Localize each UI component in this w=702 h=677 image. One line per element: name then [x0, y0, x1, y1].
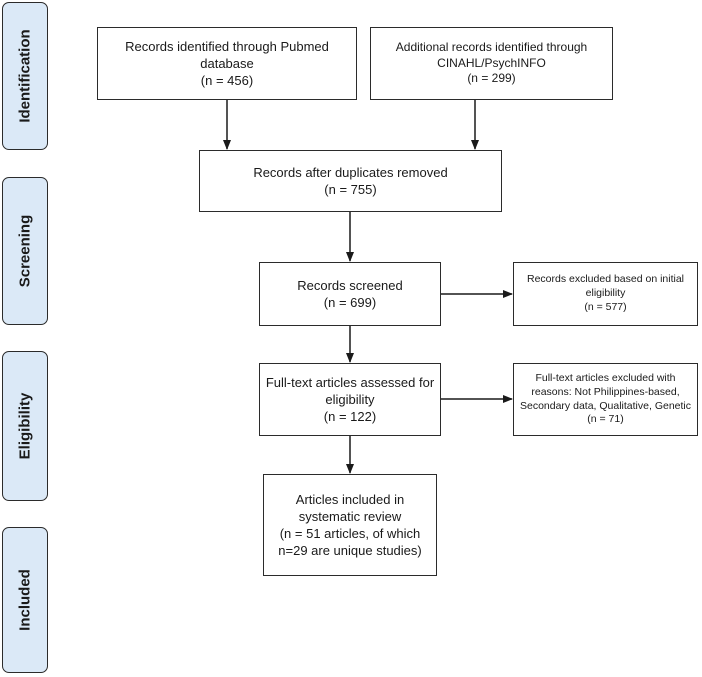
- box-duplicates-removed: Records after duplicates removed (n = 75…: [199, 150, 502, 212]
- duplicates-line-2: (n = 755): [324, 182, 377, 197]
- fulltext-line-2: eligibility: [325, 391, 375, 407]
- box-records-excluded-initial: Records excluded based on initial eligib…: [513, 262, 698, 326]
- included-line-4: n=29 are unique studies): [278, 543, 422, 559]
- box-pubmed-records: Records identified through Pubmed databa…: [97, 27, 357, 100]
- fulltext-line-3: (n = 122): [323, 409, 377, 425]
- pubmed-line-1: Records identified through Pubmed: [125, 38, 329, 54]
- box-records-screened: Records screened (n = 699): [259, 262, 441, 326]
- duplicates-line-1: Records after duplicates removed: [253, 164, 448, 180]
- stage-identification: Identification: [2, 2, 48, 150]
- included-line-3: (n = 51 articles, of which: [279, 526, 421, 541]
- excluded-initial-line-1: Records excluded based on initial: [526, 273, 684, 286]
- included-line-2: systematic review: [298, 508, 402, 524]
- excluded-initial-line-3: (n = 577): [584, 300, 627, 313]
- cinahl-line-3: (n = 299): [467, 71, 516, 86]
- cinahl-line-1: Additional records identified through: [395, 39, 588, 54]
- box-cinahl-records: Additional records identified through CI…: [370, 27, 613, 100]
- fulltext-line-1: Full-text articles assessed for: [265, 374, 435, 390]
- screened-line-2: (n = 699): [323, 295, 377, 310]
- excluded-initial-line-2: eligibility: [585, 287, 626, 300]
- screened-line-1: Records screened: [297, 277, 403, 293]
- pubmed-line-3: (n = 456): [200, 73, 254, 89]
- cinahl-line-2: CINAHL/PsychINFO: [437, 55, 546, 70]
- box-fulltext-assessed: Full-text articles assessed for eligibil…: [259, 363, 441, 436]
- fulltext-excluded-line-2: reasons: Not Philippines-based,: [531, 385, 680, 398]
- box-fulltext-excluded: Full-text articles excluded with reasons…: [513, 363, 698, 436]
- stage-eligibility: Eligibility: [2, 351, 48, 501]
- stage-included: Included: [2, 527, 48, 673]
- included-line-1: Articles included in: [295, 491, 405, 507]
- fulltext-excluded-line-4: (n = 71): [587, 413, 624, 426]
- box-articles-included: Articles included in systematic review (…: [263, 474, 437, 576]
- pubmed-line-2: database: [200, 55, 254, 71]
- fulltext-excluded-line-1: Full-text articles excluded with: [535, 371, 676, 384]
- fulltext-excluded-line-3: Secondary data, Qualitative, Genetic: [519, 399, 691, 412]
- stage-screening: Screening: [2, 177, 48, 325]
